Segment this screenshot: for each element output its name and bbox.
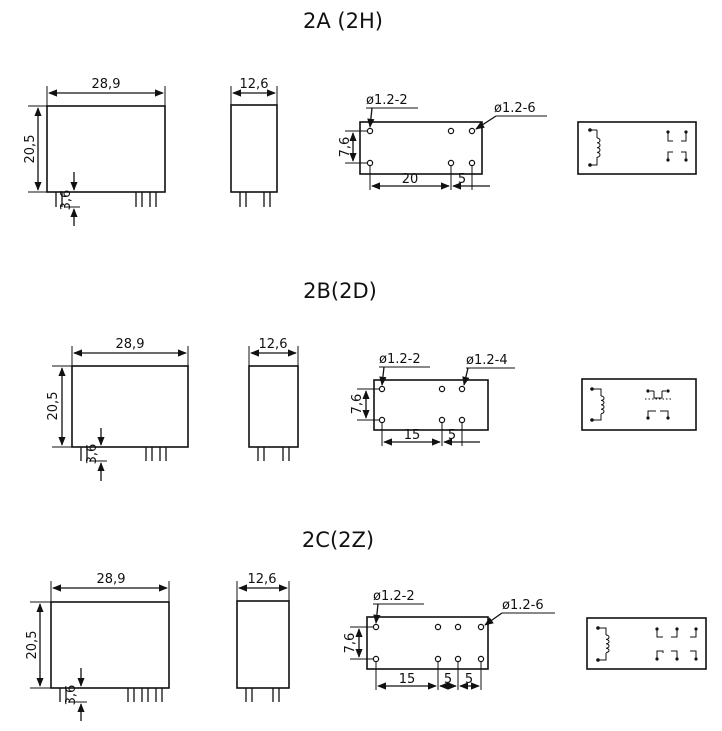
pin-length-label: 3,6: [59, 190, 74, 211]
front-height-label: 20,5: [46, 392, 61, 421]
footprint-2a: ø1.2-2 ø1.2-6 7,6 20 5: [338, 93, 547, 190]
side-width-label: 12,6: [259, 337, 288, 352]
section-title-2a: 2A (2H): [303, 9, 383, 33]
hole-b-label: ø1.2-6: [502, 598, 544, 613]
pitch-b-label: 5: [444, 672, 452, 687]
pin-length-label: 3,6: [64, 685, 79, 706]
side-view-2c: 12,6: [236, 572, 290, 702]
row-spacing-label: 7,6: [338, 137, 353, 158]
front-height-label: 20,5: [23, 135, 38, 164]
side-width-label: 12,6: [248, 572, 277, 587]
schematic-2a: [577, 121, 697, 175]
pitch-b-label: 5: [458, 172, 466, 187]
hole-b-label: ø1.2-4: [466, 353, 508, 368]
front-width-label: 28,9: [97, 572, 126, 587]
front-view-2b: 28,9 20,5 3,6: [46, 337, 189, 481]
pitch-c-label: 5: [465, 672, 473, 687]
side-view-2b: 12,6: [248, 337, 299, 461]
front-width-label: 28,9: [92, 77, 121, 92]
side-width-label: 12,6: [240, 77, 269, 92]
front-width-label: 28,9: [116, 337, 145, 352]
hole-b-label: ø1.2-6: [494, 101, 536, 116]
side-view-2a: 12,6: [230, 77, 278, 207]
front-view-2c: 28,9 20,5 3,6: [25, 572, 170, 721]
row-spacing-label: 7,6: [343, 633, 358, 654]
pin-length-label: 3,6: [85, 444, 100, 465]
schematic-2c: [586, 617, 707, 670]
front-view-2a: 28,9 20,5 3,6: [23, 77, 166, 226]
front-height-label: 20,5: [25, 631, 40, 660]
schematic-2b: [581, 378, 697, 431]
hole-a-label: ø1.2-2: [373, 589, 415, 604]
section-title-2c: 2C(2Z): [301, 528, 375, 552]
pitch-a-label: 20: [402, 172, 419, 187]
hole-a-label: ø1.2-2: [379, 352, 421, 367]
footprint-2c: ø1.2-2 ø1.2-6 7,6 15 5 5: [343, 589, 555, 690]
pitch-a-label: 15: [404, 428, 421, 443]
hole-a-label: ø1.2-2: [366, 93, 408, 108]
section-title-2b: 2B(2D): [303, 279, 377, 303]
footprint-2b: ø1.2-2 ø1.2-4 7,6 15 5: [350, 352, 515, 446]
pitch-b-label: 5: [448, 428, 456, 443]
pitch-a-label: 15: [399, 672, 416, 687]
row-spacing-label: 7,6: [350, 394, 365, 415]
